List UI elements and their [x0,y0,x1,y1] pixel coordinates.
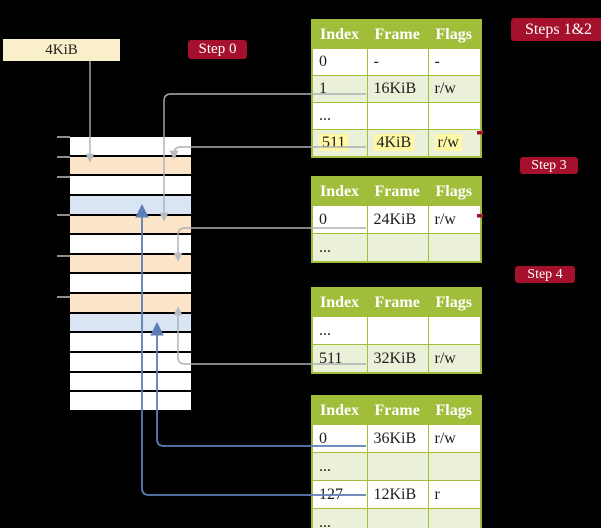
col-header-index: Index [311,287,368,317]
table-cell: r [427,480,482,509]
table-cell [366,102,429,130]
memory-row-white [70,353,191,371]
memory-row-orange [70,294,191,312]
col-header-index: Index [311,395,368,425]
table-cell: 24KiB [366,205,429,234]
table-header-row: Index Frame Flags [311,176,482,206]
address-tick [57,156,70,158]
table-cell: r/w [427,424,482,453]
table-cell [427,102,482,130]
table-row: ... [311,316,482,345]
table-cell: 12KiB [366,480,429,509]
table-row: ... [311,233,482,263]
table-cell [366,452,429,481]
col-header-frame: Frame [366,287,429,317]
table-cell: r/w [427,205,482,234]
col-header-flags: Flags [427,287,482,317]
table-cell: ... [311,233,368,263]
table-cell [366,316,429,345]
table-cell: r/w [427,129,482,158]
col-header-frame: Frame [366,395,429,425]
step3-badge: Step 3 [520,157,578,174]
table-row: ... [311,102,482,130]
step0-badge: Step 0 [188,40,247,59]
table-cell: - [366,48,429,76]
highlight-mark: r/w [434,134,462,151]
table-row-highlighted: 511 4KiB r/w [311,129,482,158]
table-cell [427,233,482,263]
table-cell: 511 [311,344,368,374]
table-cell: r/w [427,75,482,103]
table-cell [427,508,482,528]
col-header-flags: Flags [427,176,482,206]
table-cell: - [427,48,482,76]
frame-size-box: 4KiB [3,39,120,61]
memory-row-orange [70,254,191,273]
table-header-row: Index Frame Flags [311,287,482,317]
table-cell [427,452,482,481]
col-header-index: Index [311,19,368,49]
table-row: 0 24KiB r/w [311,205,482,234]
table-cell: ... [311,508,368,528]
table-row: ... [311,508,482,528]
memory-row-white [70,137,191,155]
memory-row-white [70,176,191,194]
table-cell: 4KiB [366,129,429,158]
memory-row-blue [70,195,191,214]
table-row: 511 32KiB r/w [311,344,482,374]
page-table-step4: Index Frame Flags ... 511 32KiB r/w [311,287,482,374]
steps-1-2-badge: Steps 1&2 [511,18,601,41]
address-tick [57,176,70,178]
memory-row-white [70,372,191,391]
table-cell [427,316,482,345]
table-cell: 1 [311,75,368,103]
memory-row-orange [70,156,191,175]
table-cell: r/w [427,344,482,374]
table-row: 0 - - [311,48,482,76]
table-header-row: Index Frame Flags [311,395,482,425]
highlight-mark: 4KiB [373,134,415,151]
table-cell: ... [311,102,368,130]
table-cell: ... [311,452,368,481]
table-cell: 127 [311,480,368,509]
col-header-flags: Flags [427,19,482,49]
highlight-mark: 511 [319,134,349,151]
memory-row-white [70,274,191,293]
memory-row-white [70,235,191,253]
memory-row-white [70,392,191,410]
page-table-bottom: Index Frame Flags 0 36KiB r/w ... 127 12… [311,395,482,528]
col-header-index: Index [311,176,368,206]
table-cell [366,233,429,263]
table-row: 1 16KiB r/w [311,75,482,103]
table-row: 0 36KiB r/w [311,424,482,453]
col-header-frame: Frame [366,176,429,206]
memory-row-blue [70,313,191,332]
address-tick [57,296,70,298]
table-cell: ... [311,316,368,345]
memory-row-white [70,333,191,352]
memory-row-orange [70,215,191,234]
table-cell [366,508,429,528]
table-cell: 0 [311,424,368,453]
table-header-row: Index Frame Flags [311,19,482,49]
address-tick [57,136,70,138]
table-cell: 0 [311,48,368,76]
col-header-frame: Frame [366,19,429,49]
table-cell: 32KiB [366,344,429,374]
page-table-step3: Index Frame Flags 0 24KiB r/w ... [311,176,482,263]
page-table-top: Index Frame Flags 0 - - 1 16KiB r/w ... … [311,19,482,158]
step4-badge: Step 4 [515,266,575,283]
col-header-flags: Flags [427,395,482,425]
table-row: 127 12KiB r [311,480,482,509]
table-cell: 511 [311,129,368,158]
table-cell: 0 [311,205,368,234]
address-tick [57,255,70,257]
table-cell: 16KiB [366,75,429,103]
table-cell: 36KiB [366,424,429,453]
table-row: ... [311,452,482,481]
address-tick [57,214,70,216]
physical-memory-column [70,137,191,412]
